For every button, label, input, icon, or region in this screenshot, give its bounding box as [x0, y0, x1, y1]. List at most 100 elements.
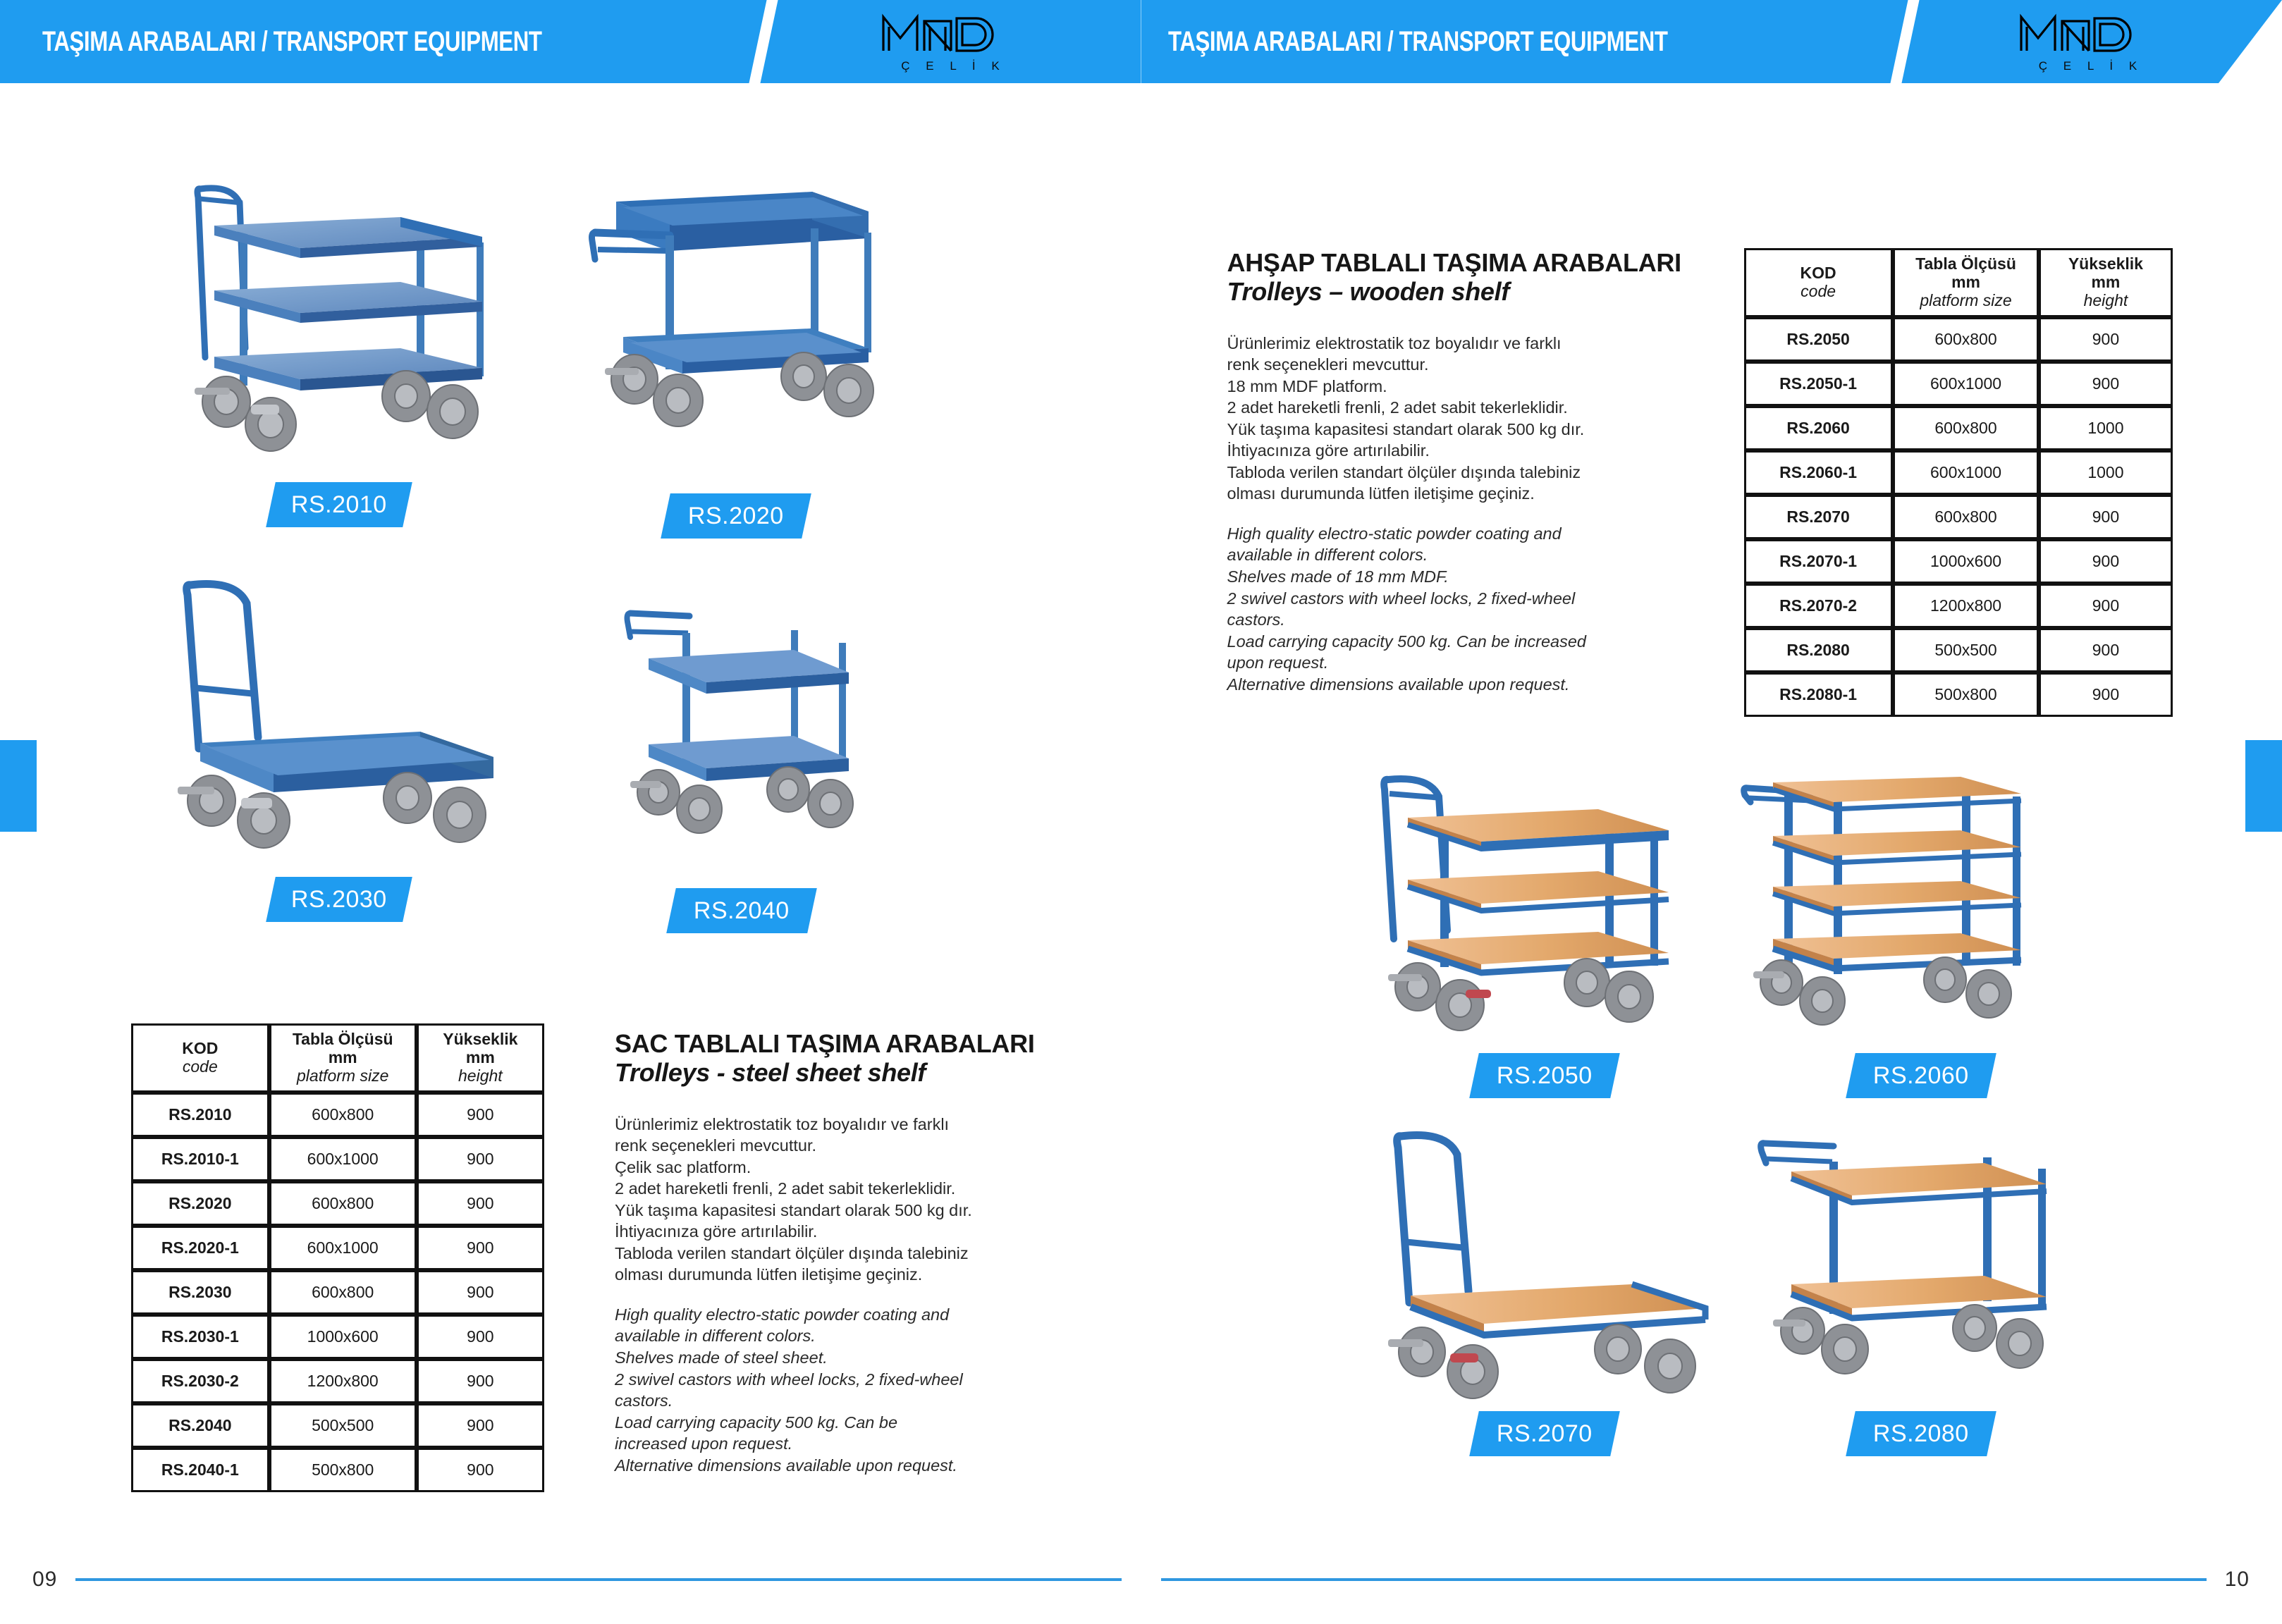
cell-code: RS.2060-1 [1743, 450, 1893, 495]
cell-platform: 600x1000 [1892, 362, 2039, 406]
cell-height: 1000 [2039, 406, 2173, 450]
product-image-rs2080 [1748, 1125, 2058, 1407]
cell-code: RS.2060 [1743, 406, 1893, 450]
cell-platform: 600x800 [1892, 495, 2039, 539]
footer-rule [1160, 1578, 2207, 1581]
product-code-tag-rs2010: RS.2010 [266, 482, 412, 527]
cell-platform: 600x800 [269, 1270, 417, 1315]
cell-code: RS.2010-1 [131, 1137, 269, 1181]
product-image-rs2020 [587, 168, 883, 464]
cell-height: 900 [416, 1315, 544, 1359]
logo-subtitle: Ç E L İ K [901, 59, 1006, 73]
cell-code: RS.2050 [1743, 317, 1893, 362]
th-height: Yükseklik mm height [416, 1023, 544, 1093]
section-title-tr: AHŞAP TABLALI TAŞIMA ARABALARI [1227, 248, 1682, 277]
cell-height: 900 [416, 1448, 544, 1492]
cell-code: RS.2080 [1743, 628, 1893, 672]
th-code: KOD code [131, 1023, 269, 1093]
th-platform-size: Tabla Ölçüsü mm platform size [269, 1023, 417, 1093]
section-body-tr: Ürünlerimiz elektrostatik toz boyalıdır … [1227, 333, 1585, 503]
product-image-rs2070 [1360, 1111, 1726, 1407]
cell-height: 900 [416, 1226, 544, 1270]
cell-code: RS.2080-1 [1743, 672, 1893, 717]
product-code-tag-rs2030: RS.2030 [266, 877, 412, 922]
cell-height: 900 [2039, 362, 2173, 406]
section-wooden-shelf: AHŞAP TABLALI TAŞIMA ARABALARI Trolleys … [1227, 248, 1707, 695]
product-code-tag-rs2040: RS.2040 [666, 888, 817, 933]
cell-height: 900 [416, 1359, 544, 1403]
cell-height: 900 [2039, 495, 2173, 539]
cell-height: 900 [2039, 672, 2173, 717]
left-edge-accent-tab [0, 740, 37, 832]
section-body-tr: Ürünlerimiz elektrostatik toz boyalıdır … [615, 1114, 972, 1284]
page-number-left: 09 [32, 1568, 58, 1591]
cell-platform: 500x800 [269, 1448, 417, 1492]
th-platform-size: Tabla Ölçüsü mm platform size [1892, 248, 2039, 317]
table-header-row: KOD code Tabla Ölçüsü mm platform size Y… [1743, 248, 2173, 317]
th-code: KOD code [1743, 248, 1893, 317]
cell-code: RS.2070-1 [1743, 539, 1893, 584]
cell-platform: 600x800 [1892, 406, 2039, 450]
logo-subtitle: Ç E L İ K [2038, 59, 2144, 73]
table-header-row: KOD code Tabla Ölçüsü mm platform size Y… [131, 1023, 544, 1093]
product-image-rs2050 [1361, 763, 1728, 1052]
cell-platform: 600x1000 [269, 1226, 417, 1270]
right-edge-accent-tab [2245, 740, 2282, 832]
cell-height: 900 [416, 1137, 544, 1181]
cell-platform: 600x800 [1892, 317, 2039, 362]
section-title-tr: SAC TABLALI TAŞIMA ARABALARI [615, 1029, 1035, 1058]
product-code-tag-rs2070: RS.2070 [1468, 1411, 1620, 1456]
right-page: TAŞIMA ARABALARI / TRANSPORT EQUIPMENT Ç [1141, 0, 2282, 1624]
cell-code: RS.2020 [131, 1181, 269, 1226]
cell-platform: 600x1000 [1892, 450, 2039, 495]
section-body-en: High quality electro-static powder coati… [615, 1305, 963, 1475]
section-title-en: Trolleys - steel sheet shelf [615, 1058, 926, 1088]
mnd-logo: Ç E L İ K [878, 10, 1029, 75]
cell-code: RS.2070 [1743, 495, 1893, 539]
footer-rule [75, 1578, 1122, 1581]
section-body-en: High quality electro-static powder coati… [1227, 524, 1586, 694]
cell-code: RS.2040 [131, 1403, 269, 1448]
left-page-footer: 09 [32, 1568, 1122, 1592]
cell-platform: 500x500 [269, 1403, 417, 1448]
cell-code: RS.2010 [131, 1093, 269, 1137]
cell-platform: 1200x800 [269, 1359, 417, 1403]
cell-height: 1000 [2039, 450, 2173, 495]
product-image-rs2060 [1734, 763, 2030, 1052]
cell-code: RS.2050-1 [1743, 362, 1893, 406]
spec-table-steel: KOD code Tabla Ölçüsü mm platform size Y… [131, 1023, 544, 1492]
section-title-en: Trolleys – wooden shelf [1227, 277, 1510, 307]
th-height: Yükseklik mm height [2039, 248, 2173, 317]
left-page: TAŞIMA ARABALARI / TRANSPORT EQUIPMENT [0, 0, 1141, 1592]
cell-platform: 1000x600 [1892, 539, 2039, 584]
product-code-tag-rs2060: RS.2060 [1845, 1053, 1996, 1098]
cell-platform: 600x800 [269, 1181, 417, 1226]
cell-height: 900 [416, 1403, 544, 1448]
mnd-logo: Ç E L İ K [2016, 10, 2167, 75]
product-code-tag-rs2050: RS.2050 [1468, 1053, 1620, 1098]
cell-height: 900 [416, 1181, 544, 1226]
cell-code: RS.2030-2 [131, 1359, 269, 1403]
cell-platform: 1200x800 [1892, 584, 2039, 628]
cell-height: 900 [2039, 628, 2173, 672]
product-image-rs2010 [166, 164, 519, 467]
cell-height: 900 [416, 1270, 544, 1315]
